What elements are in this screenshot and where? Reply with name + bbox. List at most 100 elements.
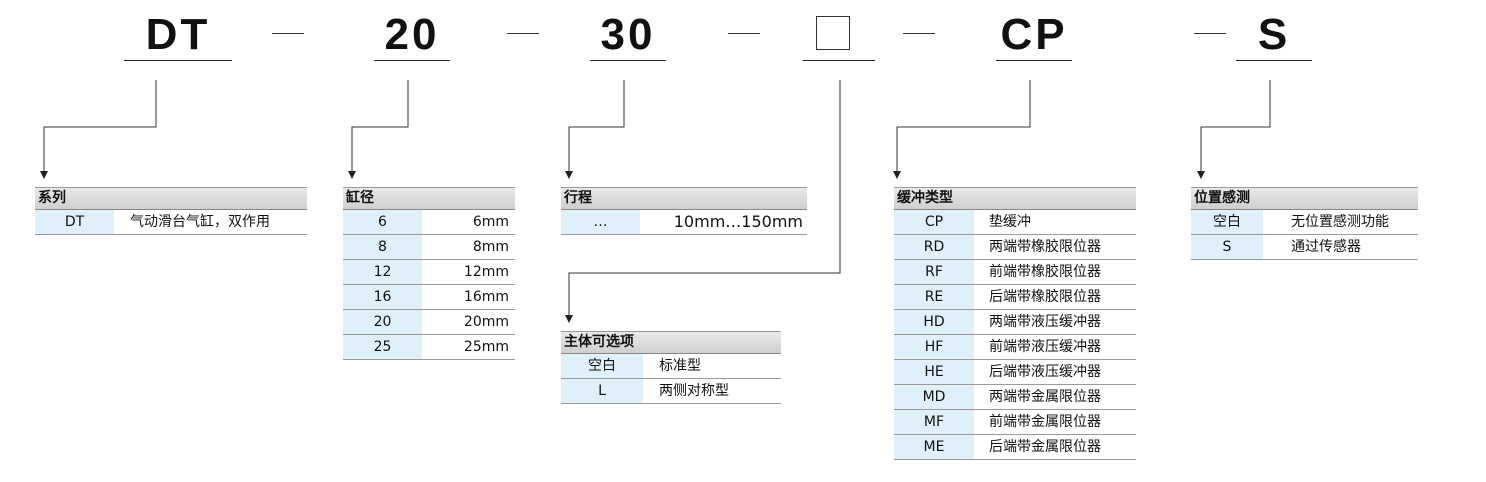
option-description: 两端带金属限位器	[989, 389, 1101, 405]
table-row: HE 后端带液压缓冲器	[894, 360, 1136, 385]
option-description: 无位置感测功能	[1291, 214, 1389, 230]
code-stroke: 30	[600, 10, 656, 59]
option-code: CP	[894, 210, 974, 234]
table-row: ME 后端带金属限位器	[894, 435, 1136, 460]
table-row: 空白 无位置感测功能	[1191, 210, 1418, 235]
option-code: 20	[343, 310, 422, 334]
option-description: 6mm	[472, 214, 509, 230]
table-header: 位置感测	[1191, 187, 1418, 210]
option-description: 两端带液压缓冲器	[989, 314, 1101, 330]
option-code: HF	[894, 335, 974, 359]
option-description: 垫缓冲	[989, 214, 1031, 230]
option-code: S	[1191, 235, 1263, 259]
option-code: RD	[894, 235, 974, 259]
option-description: 后端带金属限位器	[989, 439, 1101, 455]
table-row: 12 12mm	[343, 260, 515, 285]
table-row: … 10mm…150mm	[561, 210, 807, 235]
option-description: 16mm	[463, 289, 509, 305]
separator-dash	[507, 33, 539, 34]
code-cushion: CP	[1000, 10, 1068, 59]
underline-cushion	[996, 60, 1072, 61]
table-header: 缓冲类型	[894, 187, 1136, 210]
separator-dash	[728, 33, 760, 34]
option-code: 16	[343, 285, 422, 309]
option-description: 两侧对称型	[659, 383, 729, 399]
underline-option	[803, 60, 875, 61]
underline-stroke	[590, 60, 666, 61]
option-description: 气动滑台气缸，双作用	[130, 214, 270, 230]
option-description: 25mm	[463, 339, 509, 355]
option-code: DT	[35, 210, 114, 234]
body-option-table: 主体可选项 空白标准型 L 两侧对称型	[561, 331, 781, 404]
option-description: 20mm	[463, 314, 509, 330]
cushion-type-table: 缓冲类型 CP 垫缓冲 RD 两端带橡胶限位器 RF 前端带橡胶限位器 RE 后端带橡胶…	[894, 187, 1136, 460]
separator-dash	[1194, 33, 1226, 34]
underline-series	[124, 60, 232, 61]
option-placeholder-box	[816, 16, 850, 50]
table-row: 6 6mm	[343, 210, 515, 235]
table-row: DT 气动滑台气缸，双作用	[35, 210, 307, 235]
code-series: DT	[145, 10, 211, 59]
code-sensor: S	[1257, 10, 1291, 59]
series-table: 系列 DT 气动滑台气缸，双作用	[35, 187, 307, 235]
option-description: 前端带橡胶限位器	[989, 264, 1101, 280]
option-code: HE	[894, 360, 974, 384]
option-code: HD	[894, 310, 974, 334]
option-code: 空白	[1191, 210, 1263, 234]
stroke-table: 行程 … 10mm…150mm	[561, 187, 807, 235]
table-row: MF 前端带金属限位器	[894, 410, 1136, 435]
table-row: HD 两端带液压缓冲器	[894, 310, 1136, 335]
table-row: 16 16mm	[343, 285, 515, 310]
option-description: 标准型	[659, 358, 701, 374]
option-description: 后端带橡胶限位器	[989, 289, 1101, 305]
table-header: 缸径	[343, 187, 515, 210]
table-row: S 通过传感器	[1191, 235, 1418, 260]
option-code: 8	[343, 235, 422, 259]
connector-stroke	[565, 80, 625, 179]
table-row: 空白标准型	[561, 354, 781, 379]
position-sensing-table: 位置感测 空白 无位置感测功能 S 通过传感器	[1191, 187, 1418, 260]
connector-bore	[348, 80, 409, 179]
table-row: 25 25mm	[343, 335, 515, 360]
bore-table: 缸径 6 6mm 8 8mm 12 12mm 16 16mm 20 20mm 25 25mm	[343, 187, 515, 360]
table-row: 8 8mm	[343, 235, 515, 260]
underline-sensor	[1236, 60, 1312, 61]
option-code: MF	[894, 410, 974, 434]
option-code: L	[561, 379, 643, 403]
option-code: 6	[343, 210, 422, 234]
option-code: 12	[343, 260, 422, 284]
table-row: RE 后端带橡胶限位器	[894, 285, 1136, 310]
table-row: MD 两端带金属限位器	[894, 385, 1136, 410]
table-row: L 两侧对称型	[561, 379, 781, 404]
table-header: 行程	[561, 187, 807, 210]
option-code: RE	[894, 285, 974, 309]
option-description: 前端带液压缓冲器	[989, 339, 1101, 355]
option-description: 8mm	[472, 239, 509, 255]
option-description: 12mm	[463, 264, 509, 280]
connector-cushion	[893, 80, 1031, 179]
option-code: MD	[894, 385, 974, 409]
option-description: 两端带橡胶限位器	[989, 239, 1101, 255]
table-header: 系列	[35, 187, 307, 210]
table-row: CP 垫缓冲	[894, 210, 1136, 235]
option-code: ME	[894, 435, 974, 459]
connector-sensor	[1197, 80, 1271, 179]
table-row: 20 20mm	[343, 310, 515, 335]
option-code: RF	[894, 260, 974, 284]
separator-dash	[903, 33, 935, 34]
option-code: 25	[343, 335, 422, 359]
option-code: 空白	[561, 354, 643, 378]
table-row: RD 两端带橡胶限位器	[894, 235, 1136, 260]
option-description: 后端带液压缓冲器	[989, 364, 1101, 380]
code-bore: 20	[384, 10, 440, 59]
option-description: 通过传感器	[1291, 239, 1361, 255]
underline-bore	[374, 60, 450, 61]
option-description: 前端带金属限位器	[989, 414, 1101, 430]
separator-dash	[272, 33, 304, 34]
table-header: 主体可选项	[561, 331, 781, 354]
connector-series	[40, 80, 157, 179]
option-description: 10mm…150mm	[673, 212, 803, 231]
option-code: …	[561, 210, 640, 234]
table-row: RF 前端带橡胶限位器	[894, 260, 1136, 285]
table-row: HF 前端带液压缓冲器	[894, 335, 1136, 360]
